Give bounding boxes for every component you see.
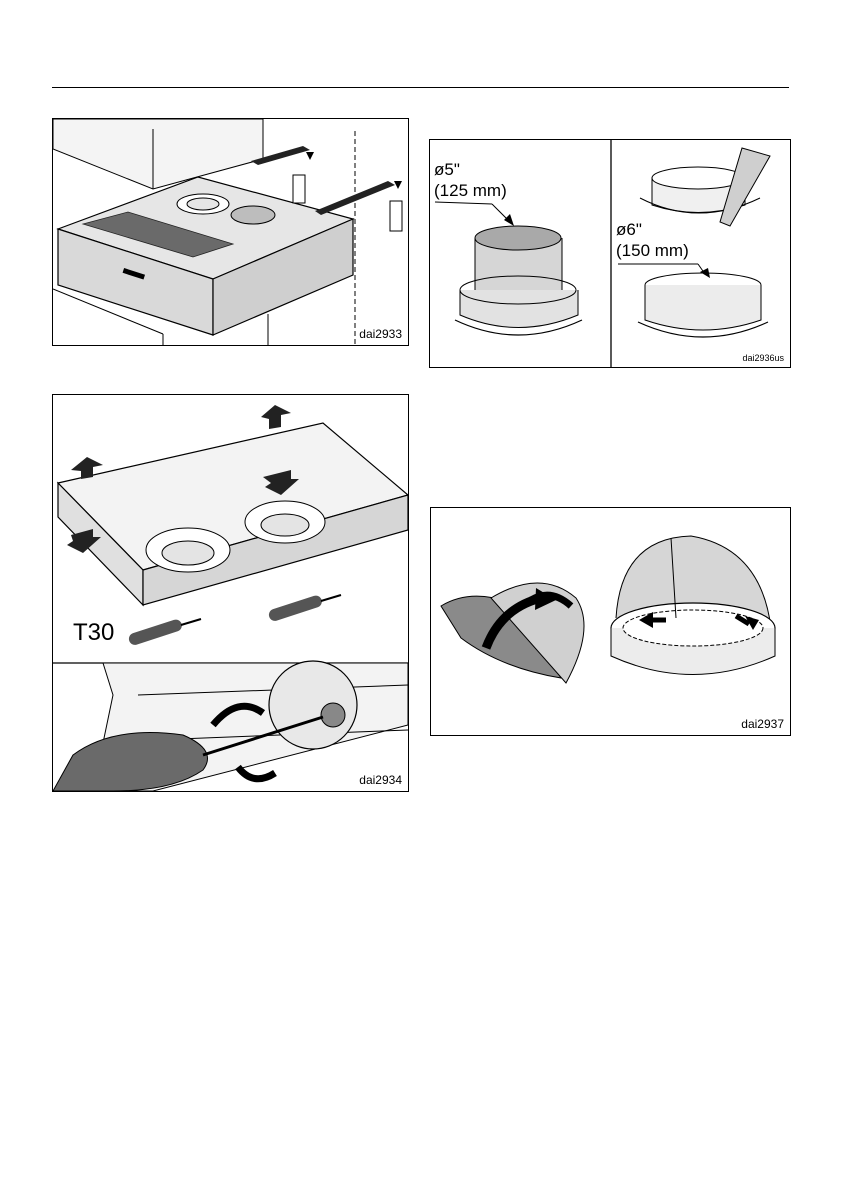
duct-collar-illustration — [430, 140, 790, 367]
figure-code-dai2937: dai2937 — [741, 717, 784, 731]
small-diameter-inch: ø5" — [434, 160, 460, 180]
figure-code-dai2936us: dai2936us — [742, 353, 784, 363]
large-diameter-inch: ø6" — [616, 220, 642, 240]
large-diameter-mm: (150 mm) — [616, 241, 689, 261]
torx-size-label: T30 — [73, 619, 114, 647]
figure-backdraft-damper: dai2937 — [430, 507, 791, 736]
small-diameter-mm: (125 mm) — [434, 181, 507, 201]
header-rule — [52, 87, 789, 88]
screw-removal-illustration — [53, 395, 408, 791]
figure-code-dai2934: dai2934 — [359, 773, 402, 787]
figure-hood-mounting: dai2933 — [52, 118, 409, 346]
hood-mounting-illustration — [53, 119, 408, 345]
backdraft-damper-illustration — [431, 508, 790, 735]
figure-code-dai2933: dai2933 — [359, 327, 402, 341]
figure-screw-removal: T30 dai2934 — [52, 394, 409, 792]
figure-duct-collars: ø5" (125 mm) ø6" (150 mm) dai2936us — [429, 139, 791, 368]
